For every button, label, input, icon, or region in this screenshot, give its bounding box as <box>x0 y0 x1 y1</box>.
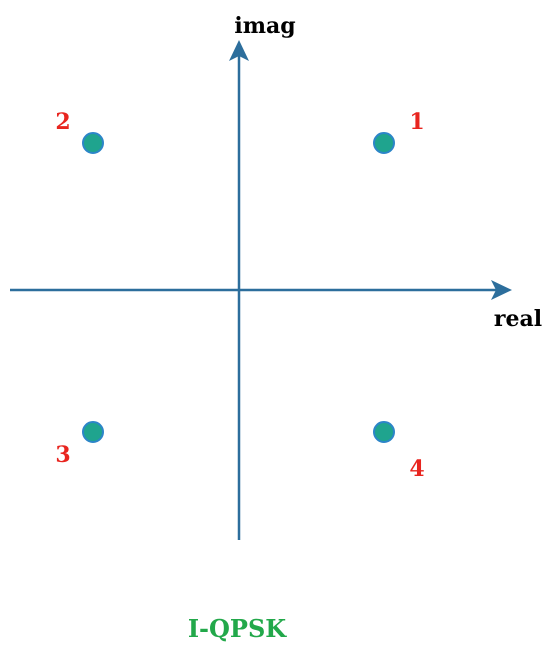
real-axis-arrowhead <box>491 280 512 300</box>
constellation-point-2 <box>82 132 104 154</box>
constellation-point-4 <box>373 421 395 443</box>
imag-axis-arrowhead <box>229 40 249 61</box>
constellation-points <box>82 132 395 443</box>
constellation-point-1 <box>373 132 395 154</box>
constellation-point-3 <box>82 421 104 443</box>
real-axis-label: real <box>494 306 542 332</box>
real-axis <box>10 280 512 300</box>
imag-axis <box>229 40 249 540</box>
point-label-3: 3 <box>55 442 70 468</box>
point-label-2: 2 <box>55 109 70 135</box>
point-label-1: 1 <box>409 109 424 135</box>
diagram-caption: I-QPSK <box>188 614 287 643</box>
point-label-4: 4 <box>409 456 424 482</box>
imag-axis-label: imag <box>234 13 295 39</box>
